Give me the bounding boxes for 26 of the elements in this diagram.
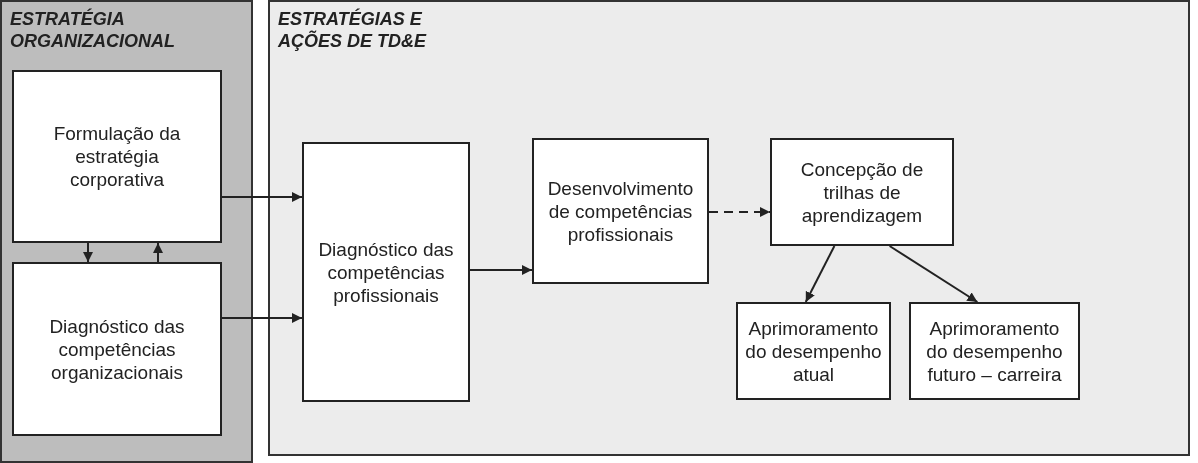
- box-text: Diagnóstico das competências organizacionais: [48, 314, 186, 384]
- box-text: Diagnóstico das competências profissionais: [317, 237, 455, 307]
- arrow: [221, 313, 303, 323]
- arrow: [83, 242, 93, 263]
- arrow: [708, 207, 771, 217]
- panel-heading: ESTRATÉGIAS E AÇÕES DE TD&E: [278, 8, 428, 52]
- process-box: [736, 302, 891, 400]
- arrow: [469, 265, 533, 275]
- process-box: [532, 138, 709, 284]
- process-box: [770, 138, 954, 246]
- group-panel: [0, 0, 253, 463]
- panel-heading: ESTRATÉGIA ORGANIZACIONAL: [10, 8, 176, 52]
- process-box: [909, 302, 1080, 400]
- group-panel: [268, 0, 1190, 456]
- arrow: [153, 242, 163, 263]
- process-box: [12, 262, 222, 436]
- box-text: Desenvolvimento de competências profissionais: [546, 176, 695, 246]
- arrow: [804, 245, 836, 303]
- box-text: Aprimoramento do desempenho atual: [744, 316, 883, 386]
- process-box: [302, 142, 470, 402]
- box-text: Aprimoramento do desempenho futuro – carreira: [925, 316, 1064, 386]
- box-text: Formulação da estratégia corporativa: [52, 122, 182, 191]
- process-box: [12, 70, 222, 243]
- arrow: [888, 245, 979, 303]
- arrow: [221, 192, 303, 202]
- box-text: Concepção de trilhas de aprendizagem: [799, 157, 925, 227]
